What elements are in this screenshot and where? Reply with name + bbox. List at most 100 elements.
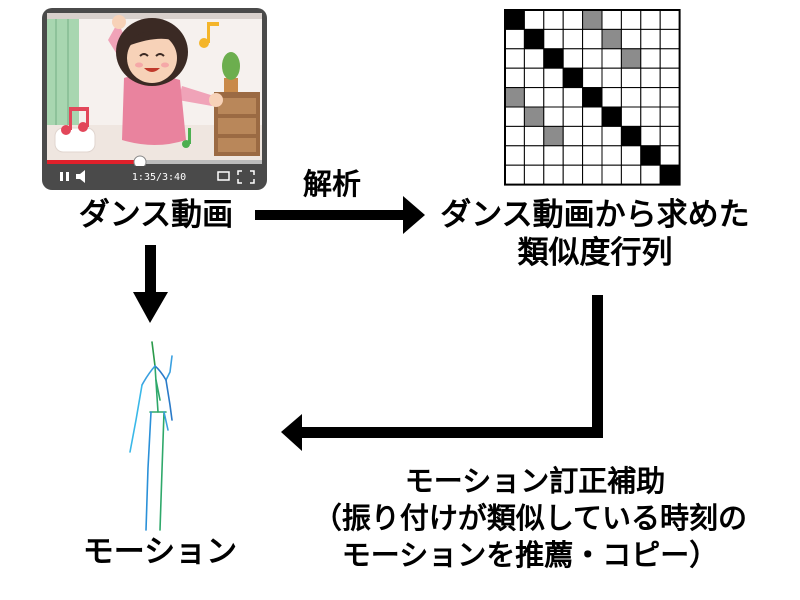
matrix-cell bbox=[562, 67, 584, 89]
matrix-cell bbox=[620, 67, 642, 89]
matrix-cell bbox=[543, 87, 564, 108]
matrix-cell bbox=[582, 48, 603, 69]
matrix-cell bbox=[620, 125, 642, 147]
matrix-cell bbox=[601, 87, 622, 108]
matrix-label-line1: ダンス動画から求めた bbox=[440, 197, 750, 233]
matrix-cell bbox=[620, 9, 642, 30]
arrow-matrix-to-motion bbox=[281, 295, 603, 451]
progress-fill bbox=[47, 160, 139, 164]
matrix-cell bbox=[601, 145, 622, 166]
matrix-cell bbox=[640, 106, 661, 127]
video-thumbnail bbox=[42, 8, 267, 190]
matrix-cell bbox=[582, 87, 603, 108]
matrix-cell bbox=[582, 125, 603, 147]
matrix-cell bbox=[504, 48, 525, 69]
analysis-label: 解析 bbox=[302, 167, 361, 201]
matrix-cell bbox=[562, 9, 584, 30]
matrix-cell bbox=[640, 67, 661, 89]
matrix-cell bbox=[562, 145, 584, 166]
assist-line1: モーション訂正補助 bbox=[404, 464, 666, 498]
volume-icon bbox=[76, 170, 85, 183]
matrix-cell bbox=[543, 106, 564, 127]
matrix-cell bbox=[620, 164, 642, 186]
matrix-cell bbox=[523, 145, 545, 166]
matrix-cell bbox=[562, 164, 584, 186]
matrix-cell bbox=[543, 145, 564, 166]
progress-track bbox=[47, 160, 262, 164]
matrix-cell bbox=[562, 106, 584, 127]
matrix-cell bbox=[620, 48, 642, 69]
matrix-cell bbox=[562, 48, 584, 69]
matrix-cell bbox=[582, 145, 603, 166]
assist-line3: モーションを推薦・コピー） bbox=[341, 538, 719, 572]
music-note-icon bbox=[182, 128, 191, 148]
matrix-cell bbox=[504, 9, 525, 30]
music-note-icon bbox=[199, 22, 219, 48]
matrix-cell bbox=[582, 106, 603, 127]
matrix-cell bbox=[582, 28, 603, 50]
matrix-cell bbox=[640, 9, 661, 30]
matrix-cell bbox=[601, 48, 622, 69]
matrix-cell bbox=[620, 28, 642, 50]
matrix-cell bbox=[582, 67, 603, 89]
matrix-cell bbox=[659, 28, 681, 50]
matrix-label-line2: 類似度行列 bbox=[517, 235, 673, 271]
matrix-cell bbox=[659, 67, 681, 89]
matrix-cell bbox=[523, 87, 545, 108]
matrix-border bbox=[504, 9, 681, 186]
matrix-cell bbox=[659, 87, 681, 108]
pause-icon bbox=[60, 172, 69, 181]
matrix-cell bbox=[659, 48, 681, 69]
arrow-analysis bbox=[255, 196, 425, 234]
matrix-cell bbox=[543, 164, 564, 186]
player-time: 1:35/3:40 bbox=[131, 172, 187, 183]
music-note-icon bbox=[61, 107, 89, 135]
matrix-cell bbox=[620, 87, 642, 108]
matrix-cell bbox=[640, 125, 661, 147]
matrix-cell bbox=[543, 28, 564, 50]
matrix-cell bbox=[620, 145, 642, 166]
matrix-cell bbox=[582, 164, 603, 186]
matrix-cell bbox=[601, 28, 622, 50]
matrix-cell bbox=[562, 125, 584, 147]
matrix-cell bbox=[523, 106, 545, 127]
theater-icon bbox=[217, 171, 230, 181]
matrix-cell bbox=[659, 145, 681, 166]
plant bbox=[222, 52, 240, 80]
matrix-cell bbox=[504, 28, 525, 50]
matrix-cell bbox=[659, 106, 681, 127]
matrix-cell bbox=[543, 125, 564, 147]
matrix-cell bbox=[543, 48, 564, 69]
matrix-cell bbox=[504, 67, 525, 89]
curtain bbox=[47, 13, 79, 131]
dancing-woman bbox=[108, 15, 223, 145]
assist-line2: （振り付けが類似している時刻の bbox=[312, 501, 748, 535]
arrow-video-to-motion bbox=[133, 245, 168, 323]
matrix-cell bbox=[504, 87, 525, 108]
matrix-cell bbox=[601, 125, 622, 147]
matrix-cell bbox=[562, 87, 584, 108]
matrix-cell bbox=[523, 67, 545, 89]
motion-label: モーション bbox=[82, 534, 238, 570]
similarity-matrix bbox=[504, 9, 681, 186]
matrix-cell bbox=[659, 164, 681, 186]
matrix-cell bbox=[523, 164, 545, 186]
matrix-cell bbox=[543, 9, 564, 30]
motion-stick-figure bbox=[129, 341, 173, 531]
fullscreen-icon bbox=[237, 170, 255, 184]
matrix-cell bbox=[504, 164, 525, 186]
matrix-cell bbox=[523, 28, 545, 50]
matrix-cell bbox=[504, 145, 525, 166]
matrix-cell bbox=[601, 164, 622, 186]
matrix-cell bbox=[601, 106, 622, 127]
matrix-cell bbox=[659, 9, 681, 30]
matrix-cell bbox=[601, 67, 622, 89]
matrix-cell bbox=[640, 145, 661, 166]
matrix-cell bbox=[523, 9, 545, 30]
matrix-cell bbox=[504, 106, 525, 127]
matrix-cell bbox=[543, 67, 564, 89]
matrix-cell bbox=[562, 28, 584, 50]
matrix-cell bbox=[601, 9, 622, 30]
video-label: ダンス動画 bbox=[78, 197, 234, 233]
